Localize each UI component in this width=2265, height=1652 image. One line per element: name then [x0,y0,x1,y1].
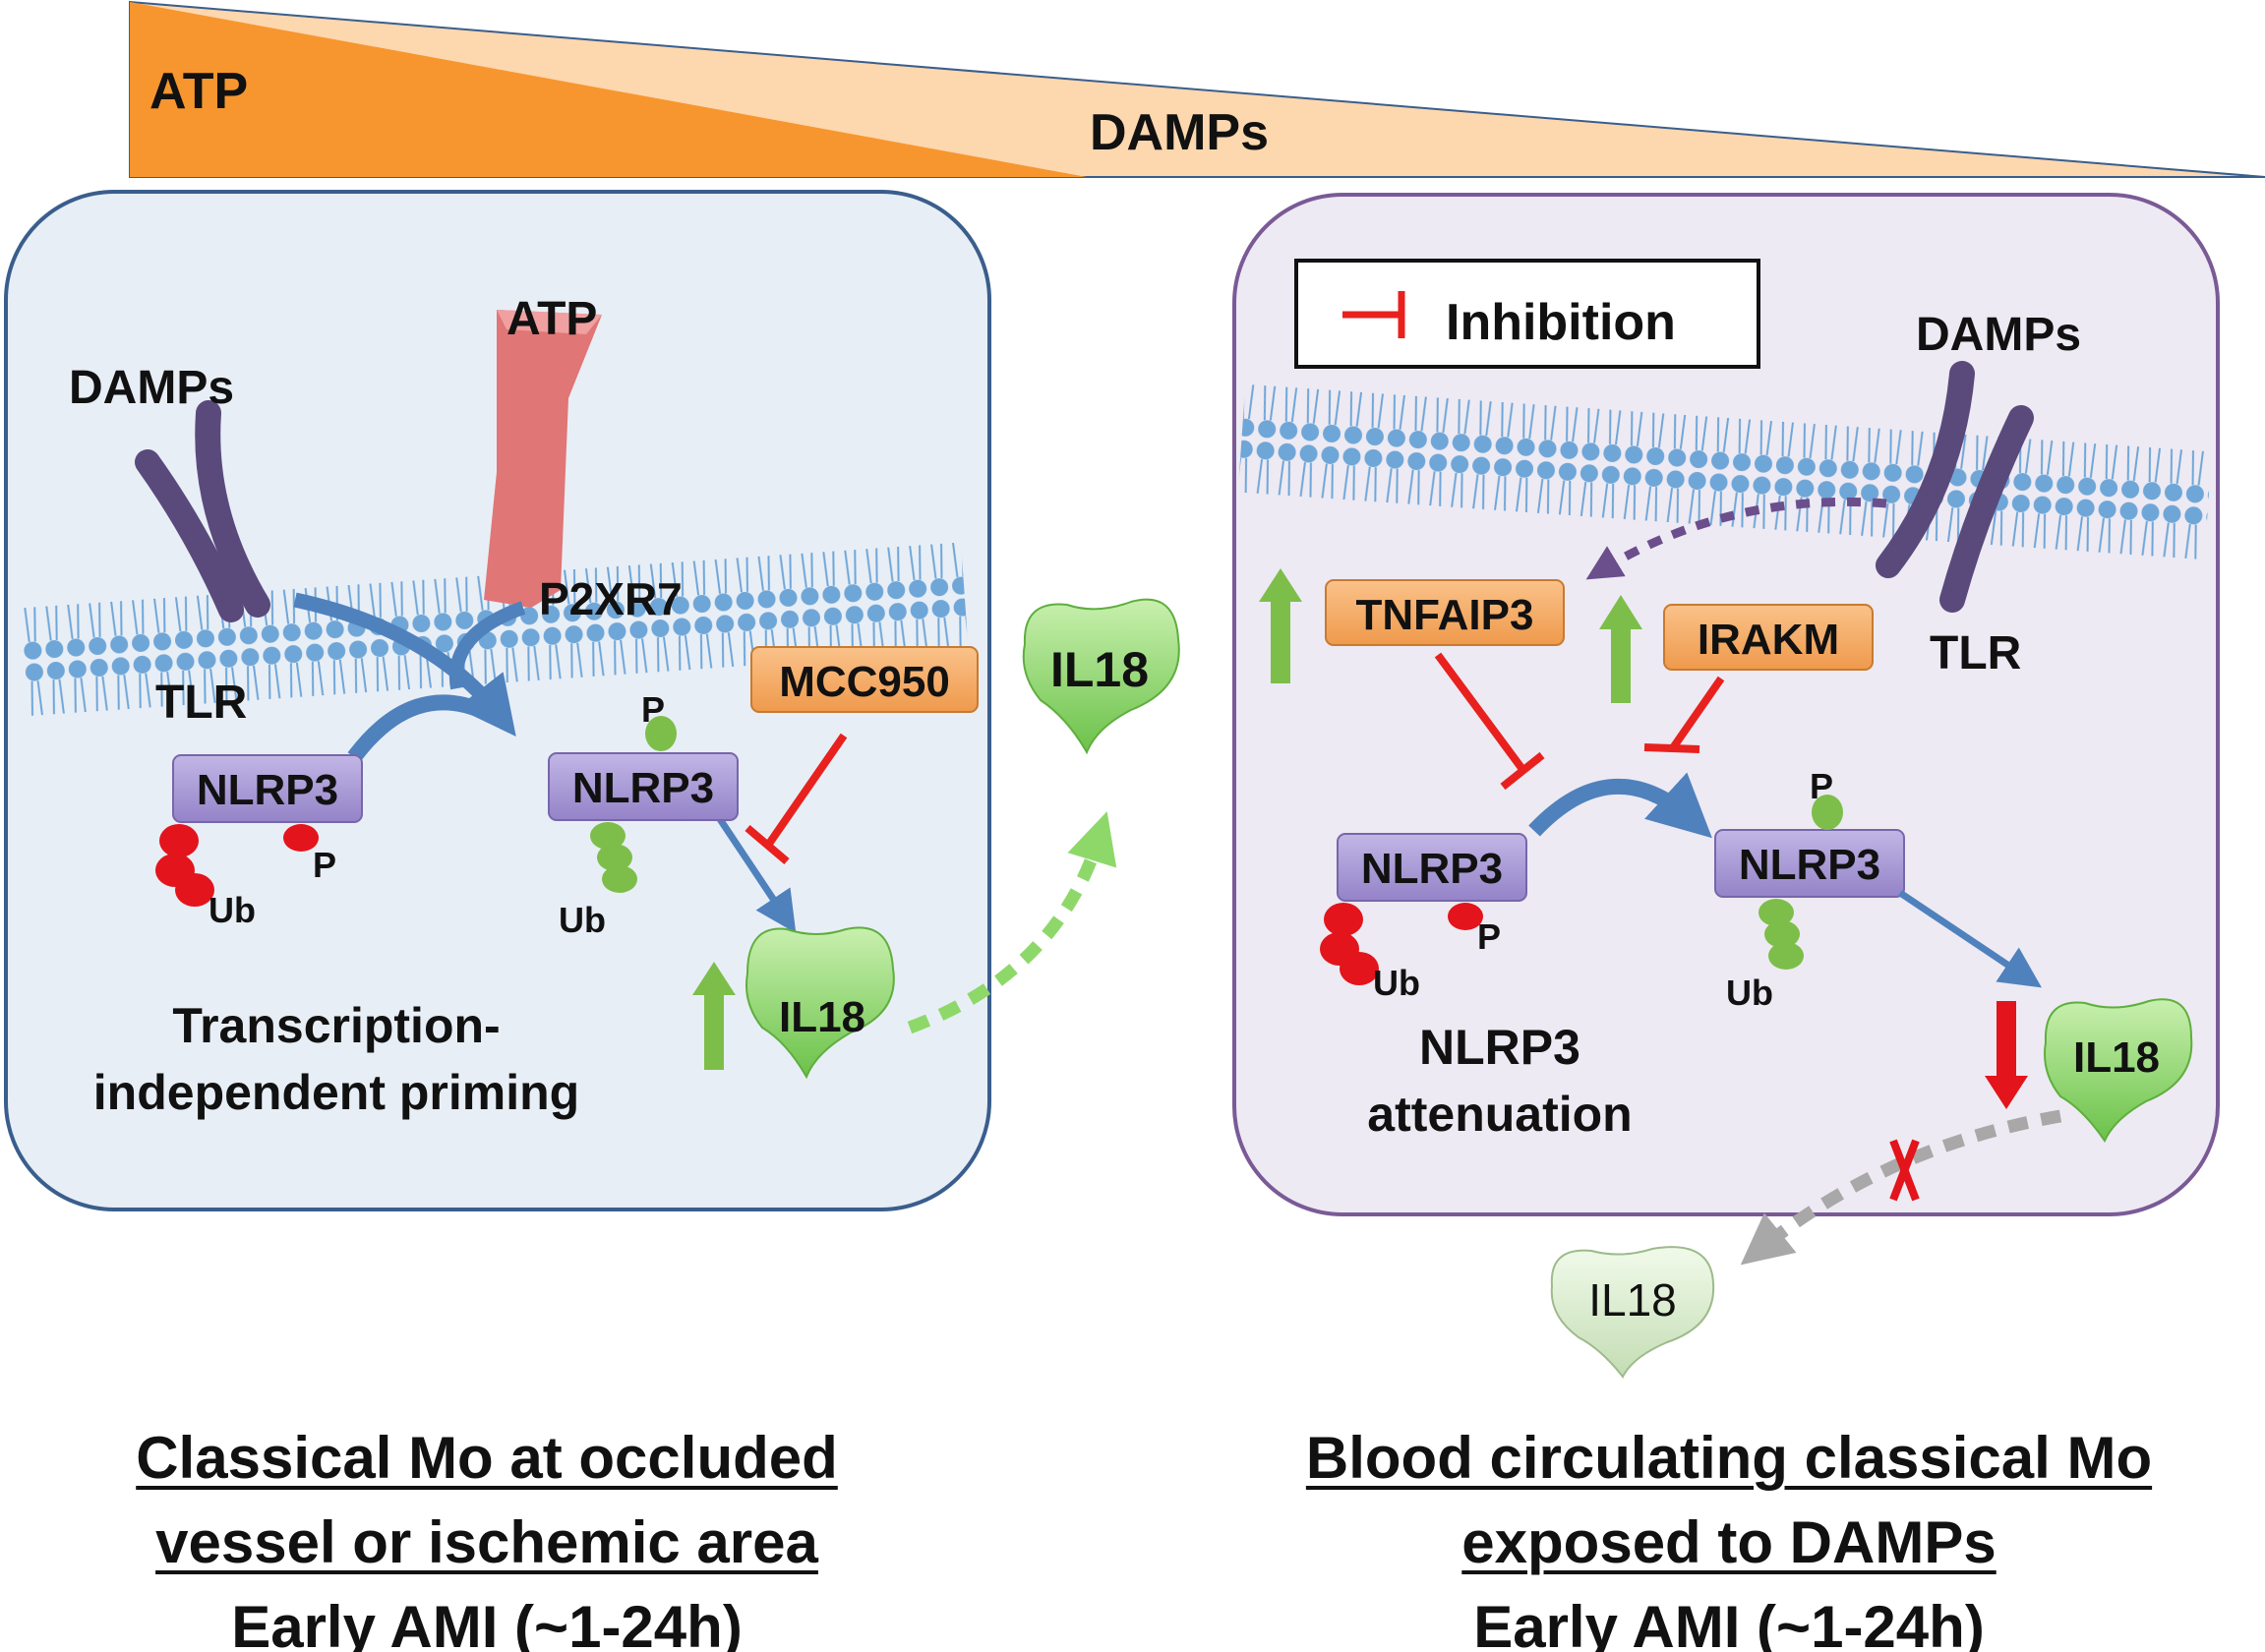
il18-outside-right: IL18 [1550,1246,1715,1379]
tnfaip3-regulator: TNFAIP3 [1325,579,1565,646]
nlrp3-active-label-right: NLRP3 [1739,841,1880,889]
ub-label-right-active: Ub [1726,973,1773,1013]
nlrp3-active-left: NLRP3 [548,752,739,821]
damps-label-left: DAMPs [69,362,234,414]
il18-downregulation-arrow [1985,1001,2028,1109]
right-caption: Blood circulating classical Mo exposed t… [1237,1416,2221,1652]
tlr-label-right: TLR [1930,627,2021,679]
left-caption-line2: vessel or ischemic area [155,1509,818,1575]
right-caption-line3: Early AMI (~1-24h) [1473,1594,1985,1652]
tnfaip3-inhibition-symbol [1434,652,1545,791]
left-panel: DAMPs TLR ATP P2XR7 NLRP3 Ub P NL [4,190,991,1211]
nlrp3-inactive-left: NLRP3 [172,754,363,823]
ub-label-left-active: Ub [559,900,606,940]
p2x7-signal-arrow [448,601,526,690]
inhibition-legend: Inhibition [1294,259,1760,369]
irakm-inhibition-symbol [1643,676,1725,753]
tnfaip3-upregulation-arrow [1259,568,1302,683]
tlr-receptor-right [1876,361,2034,613]
tlr-signal-arrow [293,592,516,737]
p2x7-receptor [484,310,602,608]
inhibition-legend-label: Inhibition [1446,294,1676,351]
tlr-receptor-left [135,400,270,622]
il18-upregulation-arrow [692,962,736,1070]
ubiquitin-chain-right [1320,903,1483,985]
p-label-right-active: P [1810,766,1833,806]
nlrp3-inactive-right: NLRP3 [1337,833,1527,902]
atp-gradient-label: ATP [149,63,248,120]
damps-label-right: DAMPs [1916,309,2081,361]
atp-label-left: ATP [507,293,597,345]
tlr-label-left: TLR [155,677,247,729]
right-caption-line1: Blood circulating classical Mo [1305,1425,2153,1491]
damps-gradient-label: DAMPs [1090,104,1269,161]
attenuation-label-line2: attenuation [1367,1087,1632,1142]
left-caption: Classical Mo at occluded vessel or ische… [0,1416,974,1652]
irakm-regulator: IRAKM [1663,604,1874,671]
p-label-left-active: P [641,689,665,730]
priming-label-line2: independent priming [93,1065,579,1120]
il18-inside-label-right: IL18 [2073,1033,2160,1082]
nlrp3-inactive-label-right: NLRP3 [1361,845,1503,893]
mcc950-inhibitor: MCC950 [750,646,979,713]
nlrp3-inactive-label-left: NLRP3 [197,766,338,814]
left-caption-line1: Classical Mo at occluded [136,1425,838,1491]
feedback-arrow [1585,497,1887,580]
il18-secretion-arrow [907,811,1117,1034]
tnfaip3-label: TNFAIP3 [1356,591,1534,639]
ub-label-left-inactive: Ub [209,890,256,930]
il18-outside-label: IL18 [1588,1274,1677,1326]
nlrp3-active-label-left: NLRP3 [572,764,714,812]
left-caption-line3: Early AMI (~1-24h) [231,1594,743,1652]
irakm-label: IRAKM [1698,616,1839,664]
il18-released-label: IL18 [1050,642,1149,697]
il18-maturation-arrow-left [715,814,797,933]
right-panel: Inhibition DAMPs TLR TNFAIP3 IRAKM [1232,193,2220,1216]
ubiquitin-chain-left [155,824,319,907]
blocked-secretion-x [1889,1139,1920,1202]
p-label-right-inactive: P [1477,916,1501,957]
ubiquitin-chain-left-active [590,716,677,893]
p2xr7-label: P2XR7 [539,573,683,624]
ubiquitin-chain-right-active [1758,795,1843,970]
il18-released-left: IL18 [1022,598,1180,755]
irakm-upregulation-arrow [1599,595,1642,703]
p-label-left-inactive: P [313,845,336,885]
mcc950-inhibition-symbol [745,733,848,865]
right-caption-line2: exposed to DAMPs [1461,1509,1997,1575]
il18-maturation-arrow-right [1898,890,2042,988]
ub-label-right-inactive: Ub [1373,963,1420,1003]
priming-arrow-left [347,694,491,762]
priming-label-line1: Transcription- [172,998,500,1053]
il18-inside-label-left: IL18 [779,993,865,1041]
il18-inside-left: IL18 [745,926,895,1080]
attenuation-label-line1: NLRP3 [1419,1020,1580,1075]
mcc950-label: MCC950 [779,658,950,706]
concentration-gradient: ATP DAMPs [129,0,2265,178]
il18-inside-right: IL18 [2044,998,2193,1144]
atp-gradient-wedge [130,2,1087,177]
activation-arrow-right [1528,772,1712,839]
nlrp3-active-right: NLRP3 [1714,829,1905,898]
